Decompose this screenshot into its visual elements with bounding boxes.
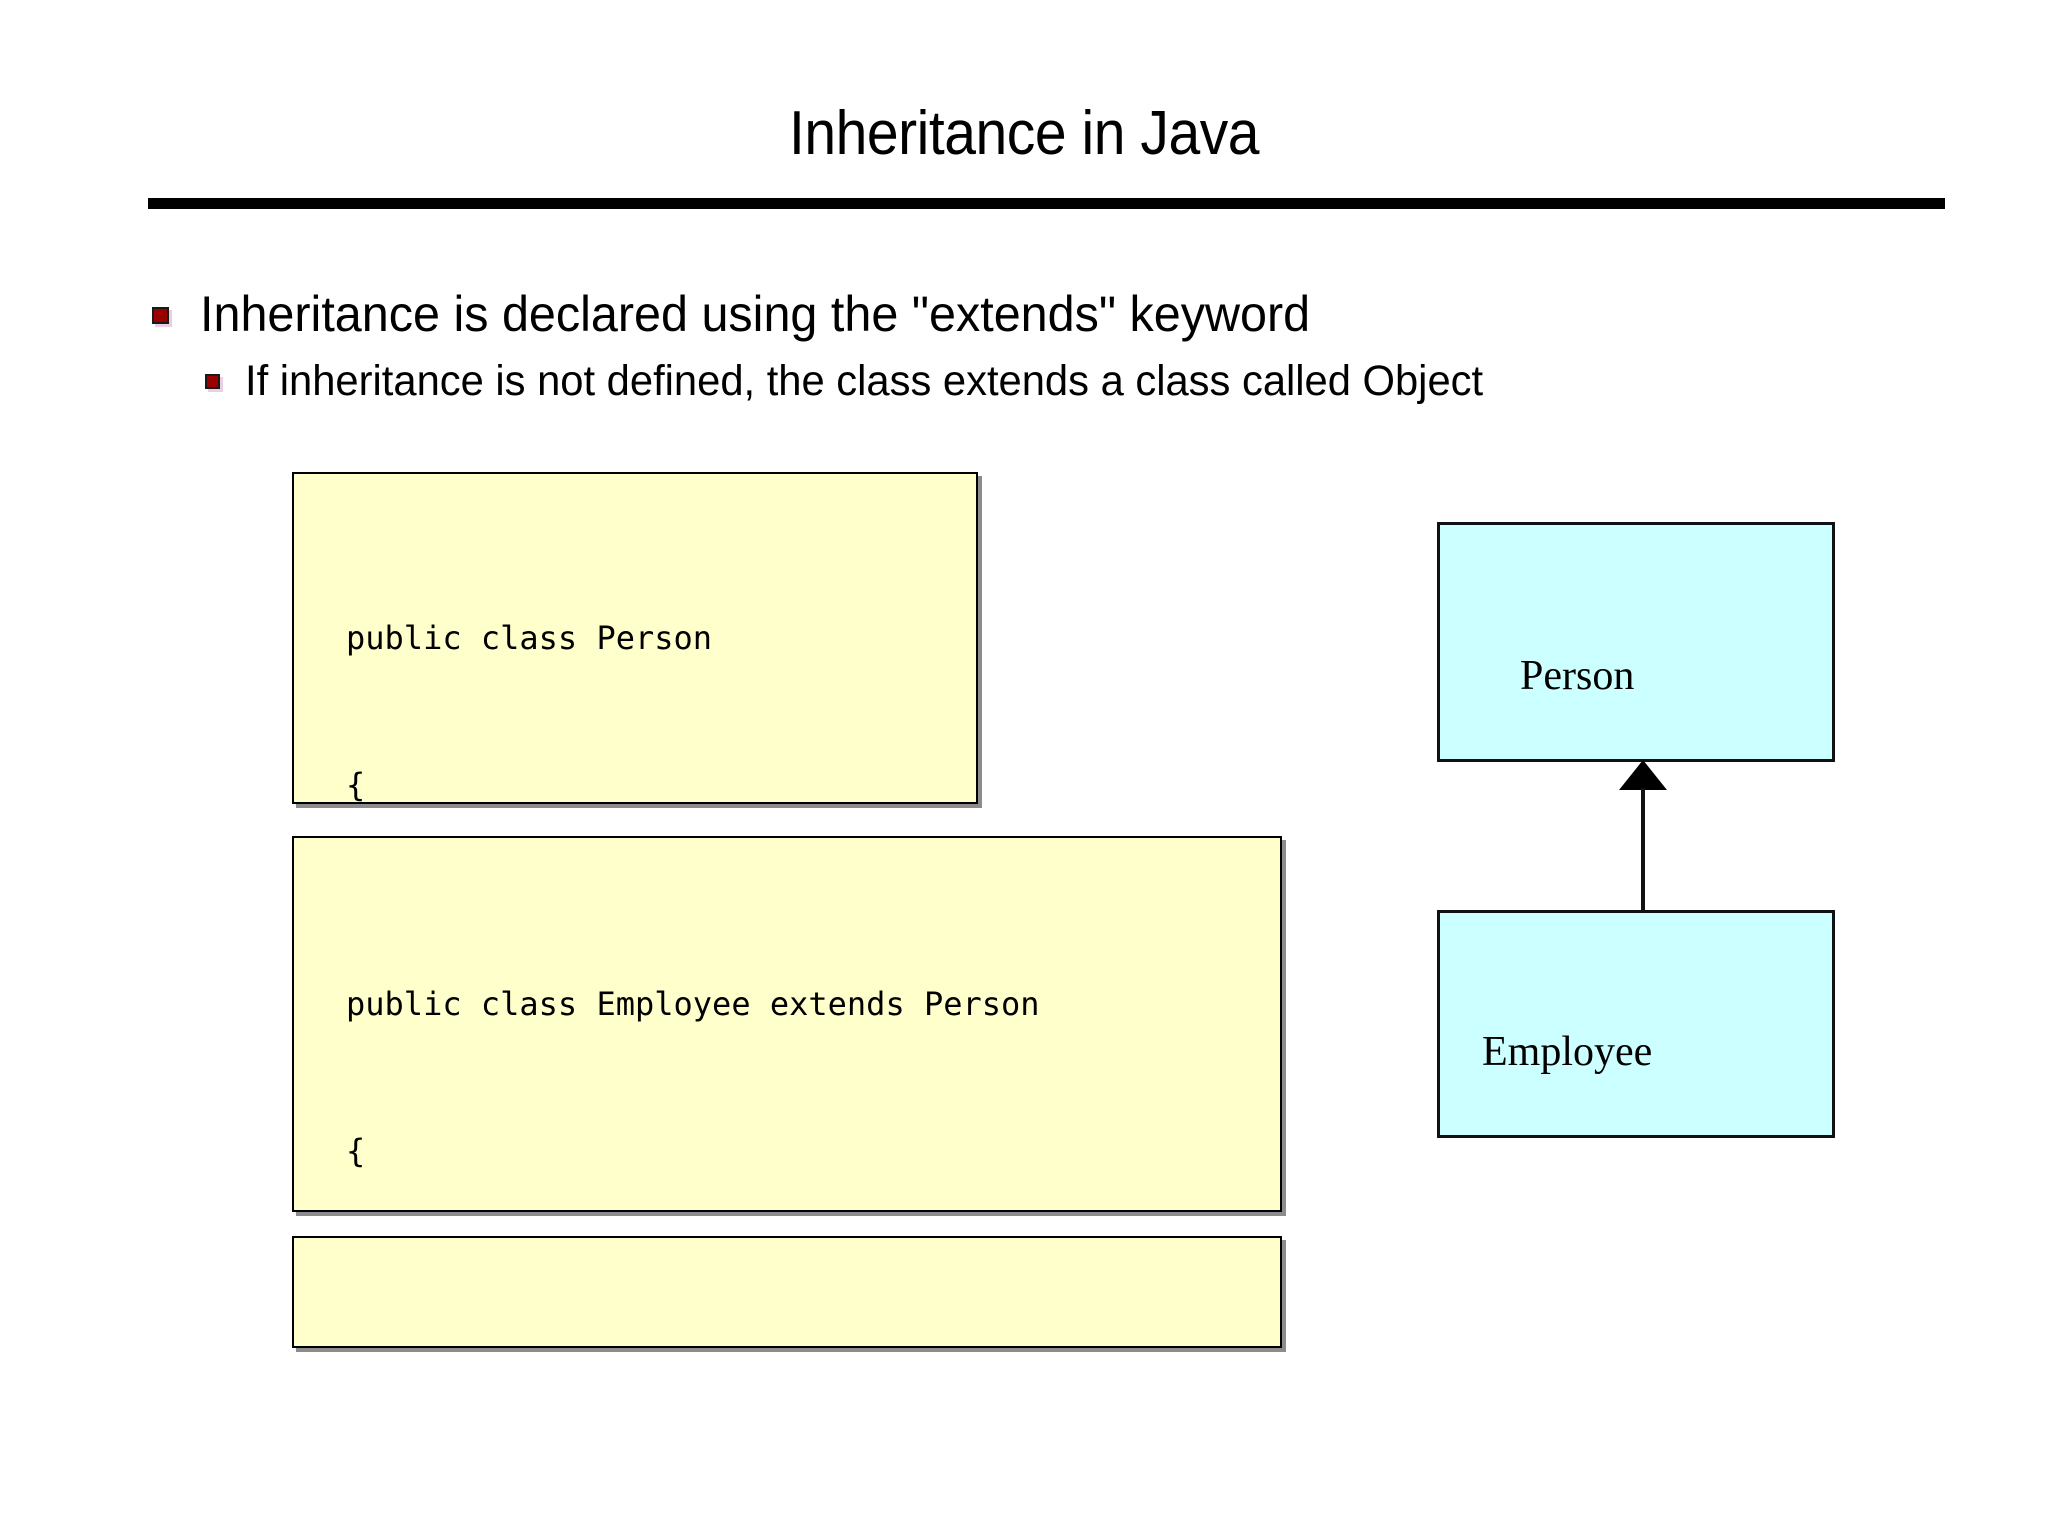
uml-class-box-employee: Employee - employeeID: int - salary: int… xyxy=(1437,910,1835,1138)
arrow-shaft xyxy=(1641,788,1645,915)
code-line: { xyxy=(346,766,366,804)
code-block-person: public class Person { private String nam… xyxy=(292,472,978,804)
code-line: public class Person xyxy=(346,619,713,657)
code-line: public class Employee extends Person xyxy=(346,985,1040,1023)
code-block-employee: public class Employee extends Person { p… xyxy=(292,836,1282,1212)
uml-class-name: Employee xyxy=(1482,1029,1653,1075)
bullet-level1-label: Inheritance is declared using the "exten… xyxy=(200,286,1311,342)
square-bullet-icon xyxy=(152,307,169,324)
code-line: { xyxy=(346,1132,366,1170)
code-block-instantiation: Employee anEmployee = new Employee(); xyxy=(292,1236,1282,1348)
title-divider-rule xyxy=(148,198,1945,209)
arrow-head-icon xyxy=(1619,760,1667,790)
page-title: Inheritance in Java xyxy=(788,99,1260,168)
bullet-item-level1: Inheritance is declared using the "exten… xyxy=(152,284,1902,346)
bullet-item-level2: If inheritance is not defined, the class… xyxy=(205,355,1905,409)
uml-class-name: Person xyxy=(1520,653,1635,699)
bullet-level2-label: If inheritance is not defined, the class… xyxy=(245,357,1484,405)
square-bullet-icon xyxy=(205,374,220,389)
inheritance-arrow-icon xyxy=(1590,760,1700,915)
uml-class-box-person: Person - name: String - dob: Date xyxy=(1437,522,1835,762)
